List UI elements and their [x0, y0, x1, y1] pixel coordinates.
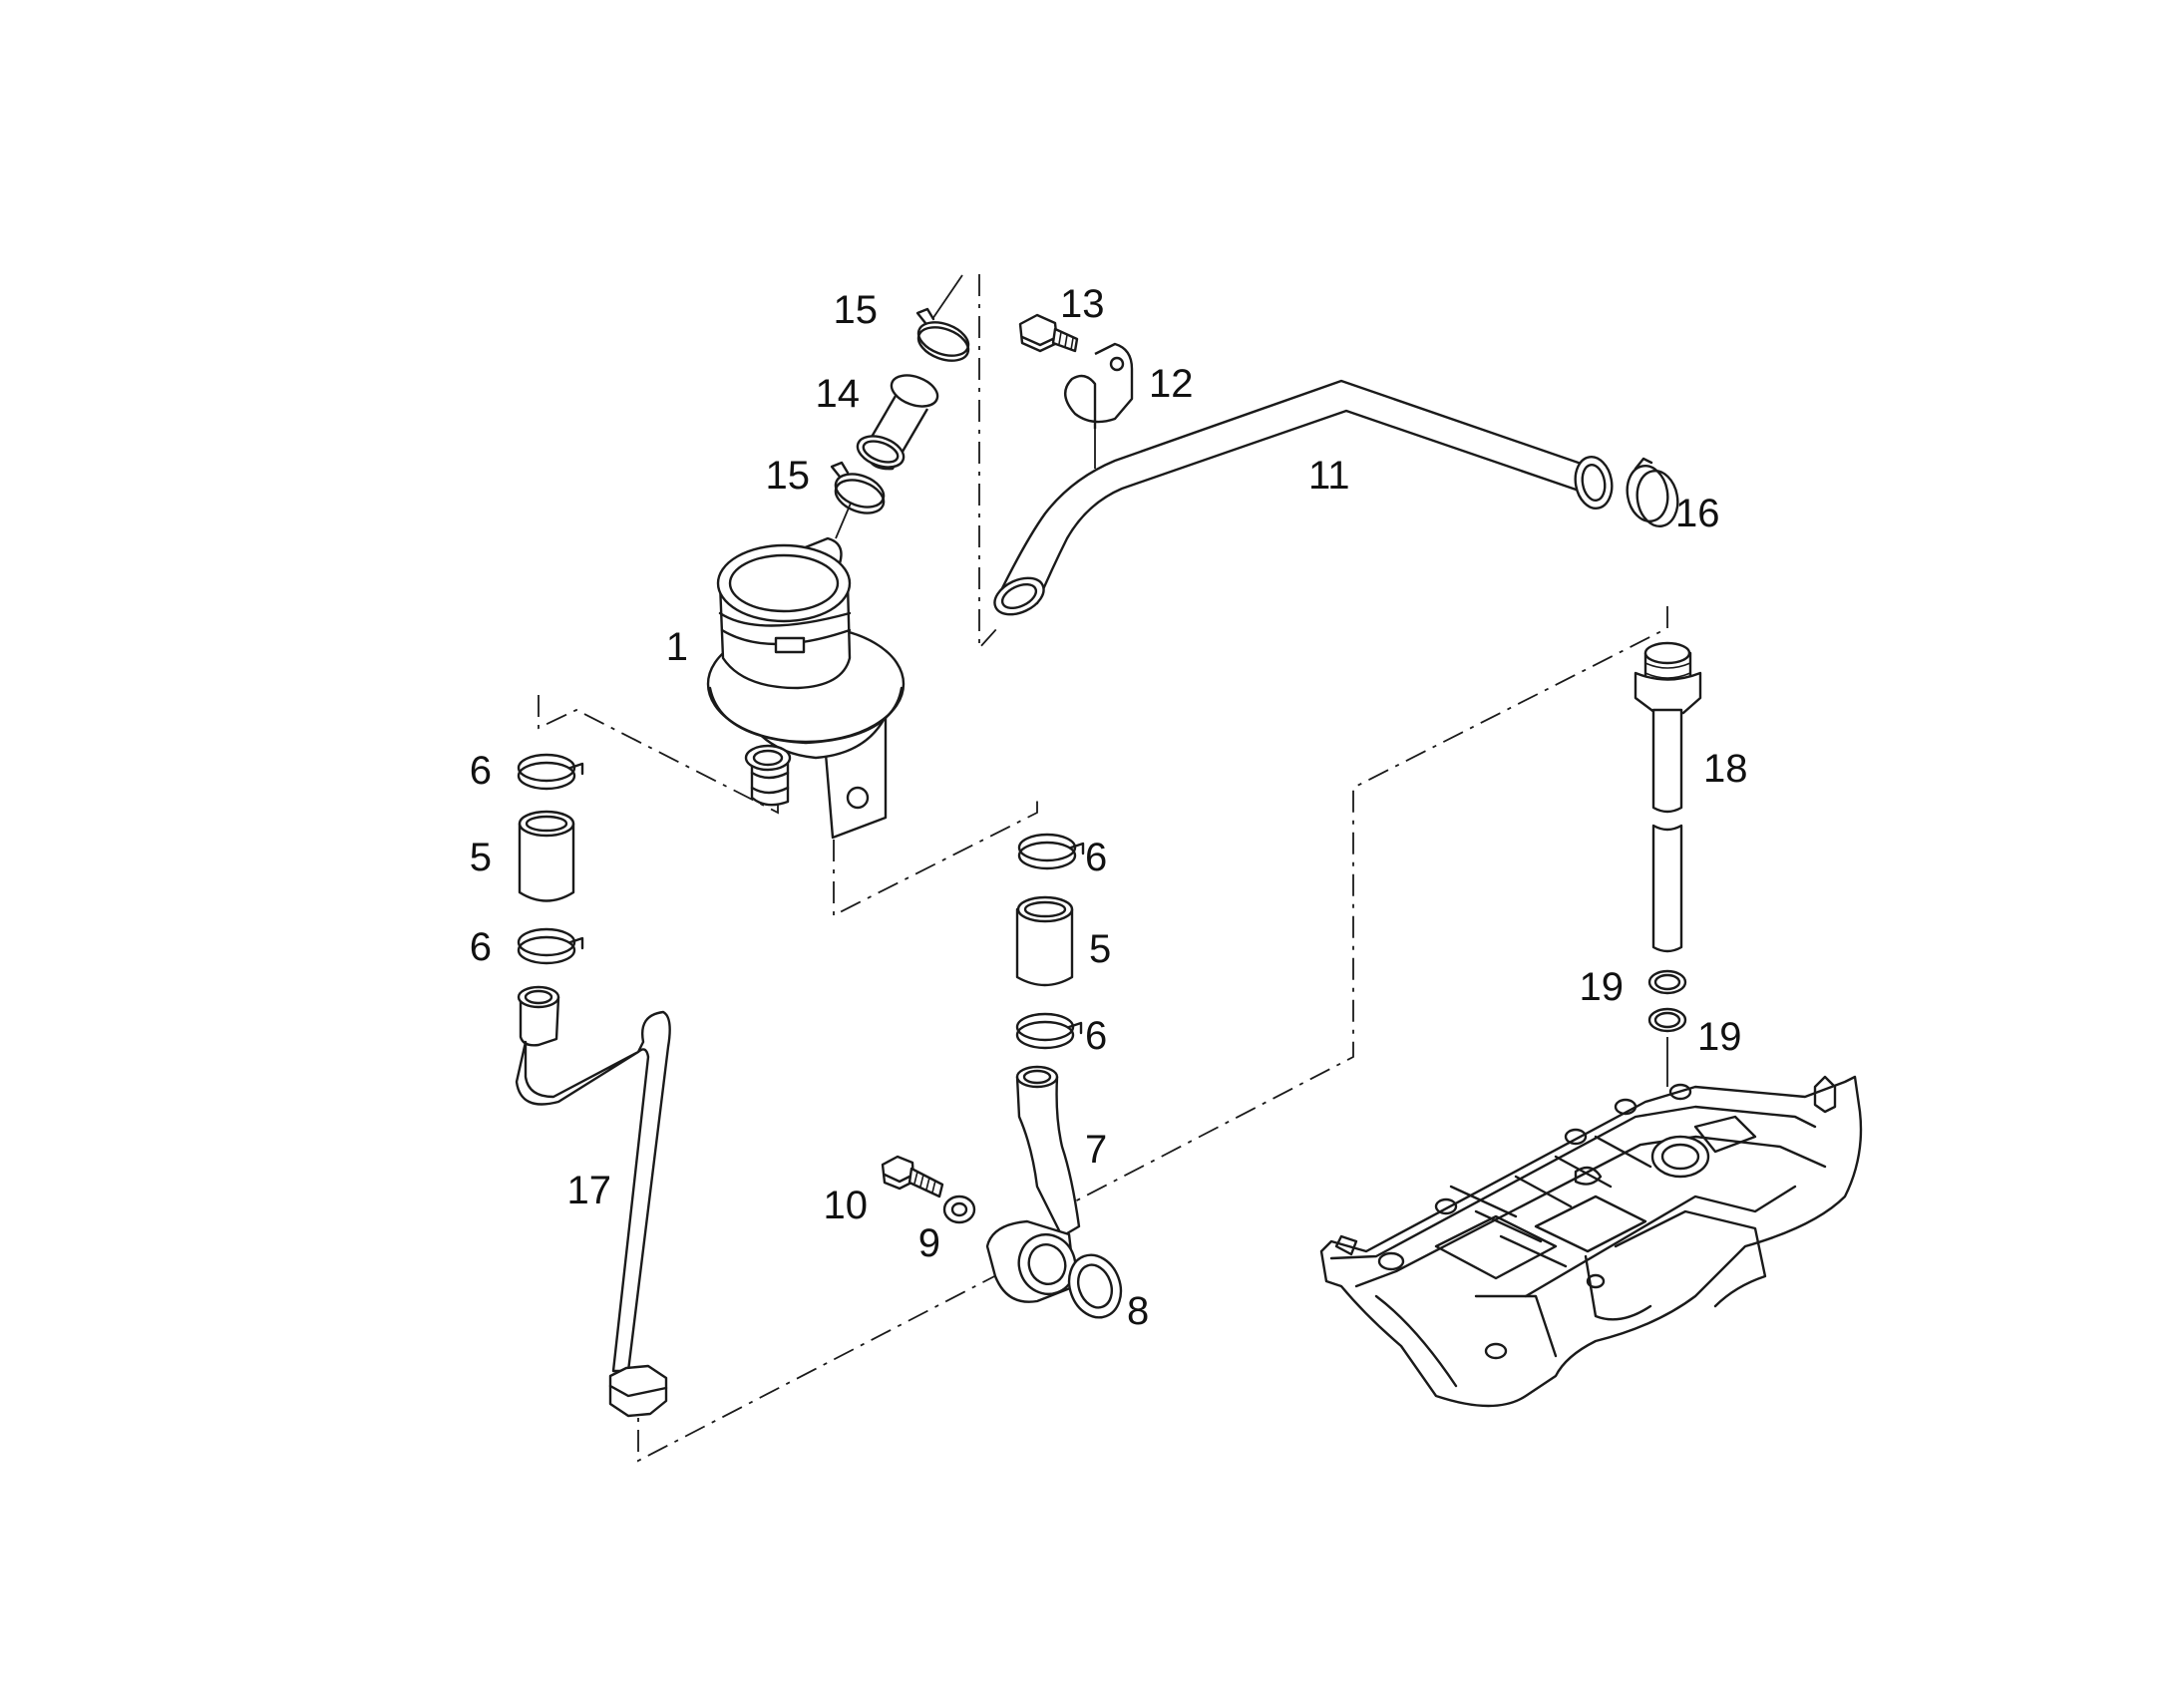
hose-clamp-15-lower [830, 461, 886, 514]
callout-11: 11 [1308, 454, 1350, 498]
hose-clamp-6-left-upper [517, 753, 584, 791]
bolt-13 [1018, 313, 1079, 353]
callout-10: 10 [824, 1184, 869, 1227]
seal-rings-19 [1647, 969, 1687, 1033]
callout-15-upper: 15 [834, 288, 879, 332]
pipe-clip-12 [1064, 342, 1134, 429]
callout-6-left-lower: 6 [470, 925, 492, 969]
callout-7: 7 [1085, 1128, 1107, 1172]
callout-9: 9 [918, 1221, 940, 1265]
assembly-leader-lines [538, 274, 1668, 1463]
bolt-10 [881, 1155, 944, 1198]
guide-tube-18 [1634, 641, 1702, 953]
callout-6-right-lower: 6 [1085, 1014, 1107, 1058]
callout-18: 18 [1703, 747, 1748, 791]
callout-14: 14 [816, 372, 861, 416]
seal-ring-8 [1067, 1253, 1123, 1319]
hose-clamp-15-upper [915, 307, 970, 362]
hose-clamp-6-left-lower [517, 927, 584, 965]
oil-separator-1 [706, 536, 906, 840]
callout-19-lower: 19 [1697, 1015, 1742, 1059]
hose-clamp-6-right-lower [1015, 1012, 1083, 1050]
hose-sleeve-14 [856, 374, 939, 471]
hose-sleeve-5-right [1015, 895, 1074, 987]
hose-7 [1015, 1065, 1081, 1238]
callout-15-lower: 15 [766, 454, 811, 498]
banjo-fitting [985, 1219, 1077, 1303]
callout-labels: 15 13 12 14 15 11 16 1 18 6 5 6 6 5 6 19… [470, 282, 1748, 1333]
callout-8: 8 [1127, 1289, 1149, 1333]
callout-19-upper: 19 [1580, 965, 1625, 1009]
callout-16: 16 [1675, 492, 1720, 535]
hose-11 [993, 379, 1614, 616]
callout-5-left: 5 [470, 836, 492, 879]
hose-sleeve-5-left [518, 810, 575, 902]
callout-1: 1 [666, 625, 688, 669]
hose-clamp-6-right-upper [1017, 833, 1085, 870]
callout-6-left-upper: 6 [470, 749, 492, 793]
callout-13: 13 [1060, 282, 1105, 326]
callout-6-right-upper: 6 [1085, 836, 1107, 879]
washer-9 [942, 1195, 976, 1224]
return-pipe-17 [515, 985, 671, 1418]
callout-12: 12 [1149, 362, 1194, 406]
hose-clamp-16 [1626, 457, 1679, 527]
callout-17: 17 [567, 1169, 612, 1212]
callout-5-right: 5 [1089, 927, 1111, 971]
engine-housing [1319, 1075, 1863, 1408]
